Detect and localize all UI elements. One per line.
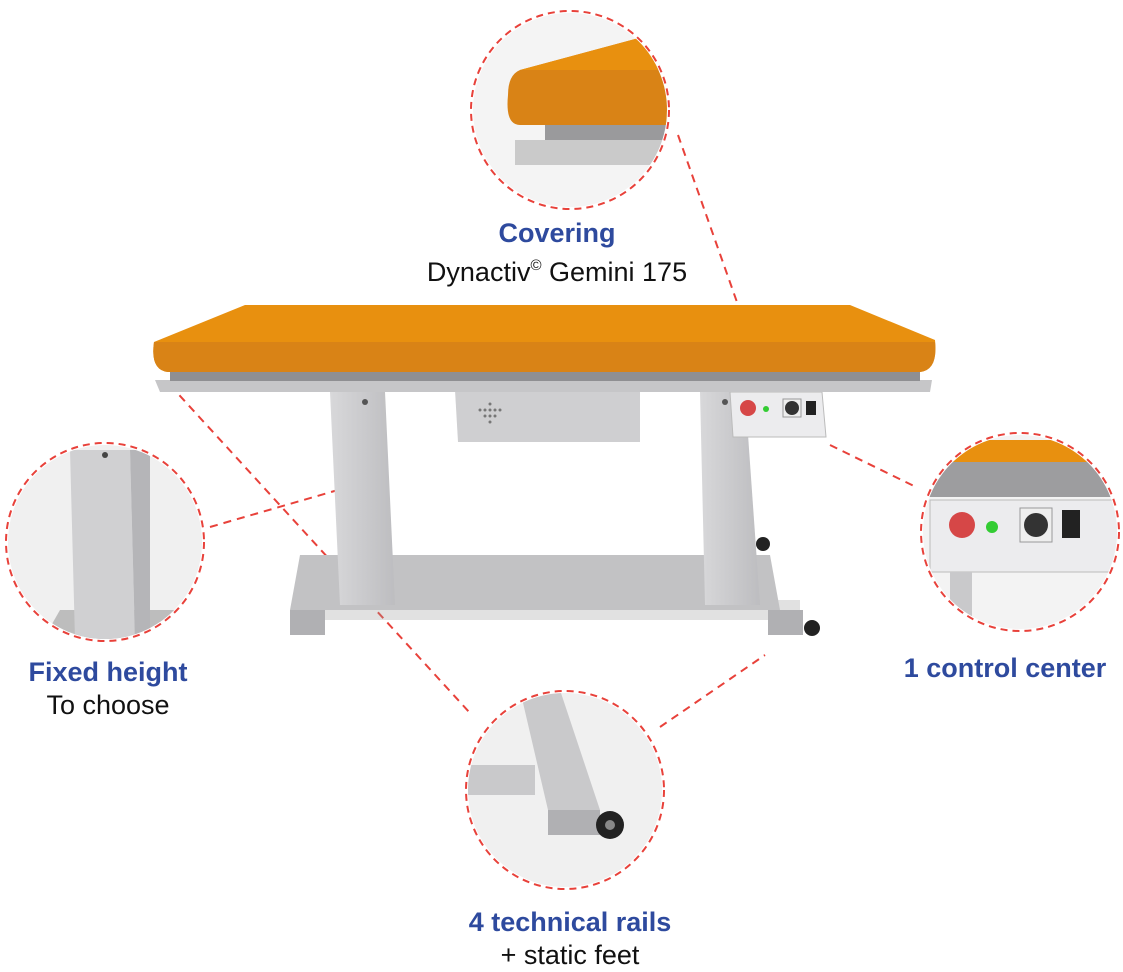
detail-circle-control-center: [920, 432, 1120, 632]
connector-lines: [169, 134, 919, 728]
rails-title: 4 technical rails: [468, 907, 672, 937]
fixed-height-subtitle: To choose: [46, 690, 170, 720]
rails-subtitle: + static feet: [500, 940, 640, 970]
fixed-height-title: Fixed height: [28, 657, 188, 687]
callout-rails: 4 technical rails + static feet: [469, 906, 672, 972]
treatment-table: [153, 305, 936, 636]
callout-control-center: 1 control center: [904, 652, 1107, 684]
detail-rails: [468, 693, 662, 887]
callout-covering: Covering Dynactiv© Gemini 175: [427, 217, 687, 289]
covering-title: Covering: [498, 218, 616, 248]
detail-circle-rails: [465, 690, 665, 890]
covering-model: Gemini 175: [541, 257, 688, 287]
control-center-title: 1 control center: [903, 653, 1107, 683]
copyright-mark: ©: [530, 257, 542, 274]
covering-brand: Dynactiv: [426, 257, 531, 287]
detail-circle-fixed-height: [5, 442, 205, 642]
detail-covering: [473, 13, 667, 207]
detail-circle-covering: [470, 10, 670, 210]
covering-subtitle: Dynactiv© Gemini 175: [427, 249, 687, 289]
callout-fixed-height: Fixed height To choose: [28, 656, 187, 722]
